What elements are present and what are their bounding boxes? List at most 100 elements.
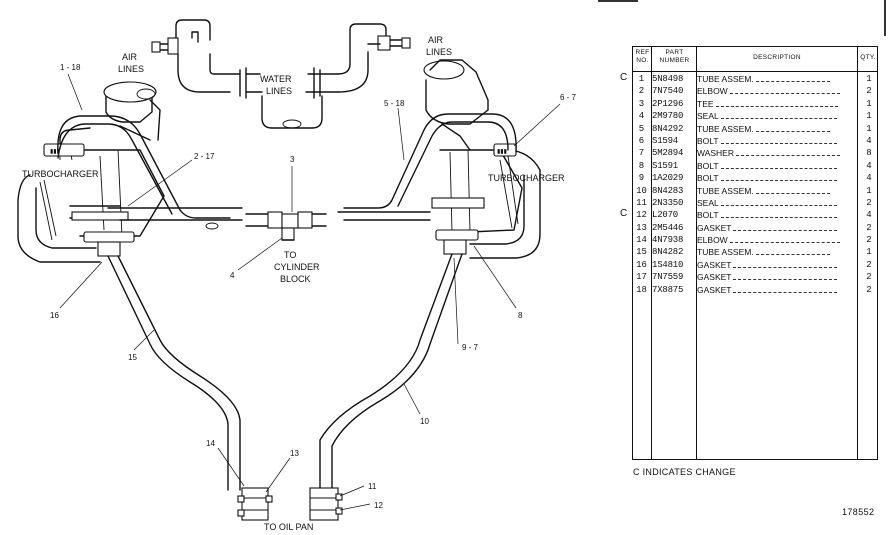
cell-qty: 4 xyxy=(866,210,872,221)
cell-description: TUBE ASSEM. xyxy=(697,73,847,85)
tube-assembly-1 xyxy=(57,115,231,219)
callout-9-7: 9 - 7 xyxy=(462,343,479,352)
leader-dots xyxy=(715,99,838,107)
to-cylinder-block-label-3: BLOCK xyxy=(280,274,311,284)
leader-dots xyxy=(720,210,837,219)
callout-6-7: 6 - 7 xyxy=(560,93,577,102)
description-text: TUBE ASSEM. xyxy=(697,123,754,134)
cell-qty: 2 xyxy=(866,235,872,246)
cell-qty: 2 xyxy=(866,222,872,233)
cell-part-number: 1A2029 xyxy=(652,173,684,184)
cell-qty: 1 xyxy=(866,111,872,122)
callout-3: 3 xyxy=(290,155,295,164)
cell-description: TUBE ASSEM. xyxy=(697,246,847,258)
description-text: TUBE ASSEM. xyxy=(697,74,754,84)
description-text: BOLT xyxy=(697,135,719,146)
cell-ref-no: 12 xyxy=(636,210,647,221)
callout-10: 10 xyxy=(420,417,429,426)
change-legend-note: C INDICATES CHANGE xyxy=(633,467,736,477)
to-cylinder-block-label: TO xyxy=(284,250,296,260)
description-text: ELBOW xyxy=(697,235,728,246)
cell-qty: 1 xyxy=(866,185,872,196)
cell-part-number: S1594 xyxy=(652,135,679,146)
header-ref: REF NO. xyxy=(633,49,652,65)
leader-dots xyxy=(720,136,837,144)
callout-14: 14 xyxy=(206,439,215,448)
header-part-line1: PART xyxy=(665,49,684,56)
cell-qty: 2 xyxy=(866,272,872,283)
leader-dots xyxy=(755,124,830,132)
air-lines-right-label: AIR xyxy=(428,35,444,45)
description-text: GASKET xyxy=(697,222,732,233)
cell-qty: 2 xyxy=(866,284,872,295)
cell-qty: 4 xyxy=(866,135,872,146)
cell-description: TUBE ASSEM. xyxy=(697,185,847,197)
leader-dots xyxy=(733,285,838,293)
leader-dots xyxy=(736,148,840,157)
header-ref-line2: NO. xyxy=(636,57,649,64)
cell-part-number: 8N4283 xyxy=(652,185,684,196)
cell-part-number: 5M2894 xyxy=(652,148,684,159)
cell-part-number: 2N3350 xyxy=(652,197,684,208)
callout-11: 11 xyxy=(368,482,377,491)
leader-dots xyxy=(755,186,830,194)
to-oil-pan-label: TO OIL PAN xyxy=(264,522,313,532)
turbocharger-right-label: TURBOCHARGER xyxy=(488,173,565,183)
description-text: GASKET xyxy=(697,284,732,295)
change-indicator: C xyxy=(620,72,628,83)
cell-ref-no: 7 xyxy=(638,148,645,159)
column-rule xyxy=(857,47,858,459)
oil-pan-fitting-left xyxy=(237,487,273,521)
cell-part-number: 2M5446 xyxy=(652,222,684,233)
callout-5-18: 5 - 18 xyxy=(384,99,405,108)
tee-fitting xyxy=(245,211,327,241)
cell-ref-no: 8 xyxy=(638,160,645,171)
turbocharger-right: ▮▮▮ xyxy=(423,59,541,259)
callout-2-17: 2 - 17 xyxy=(194,152,215,161)
callout-1-18: 1 - 18 xyxy=(60,63,81,72)
cell-ref-no: 15 xyxy=(636,247,647,258)
description-text: ELBOW xyxy=(697,86,728,97)
leader-dots xyxy=(729,86,840,95)
cell-description: ELBOW xyxy=(697,234,847,246)
air-lines-left-label-2: LINES xyxy=(118,64,144,74)
description-text: SEAL xyxy=(697,197,719,208)
cell-qty: 1 xyxy=(866,74,872,84)
cell-description: BOLT xyxy=(697,172,847,184)
cell-qty: 2 xyxy=(866,259,872,270)
description-text: TUBE ASSEM. xyxy=(697,185,754,196)
callout-12: 12 xyxy=(374,501,383,510)
change-indicator: C xyxy=(620,208,628,220)
corner-rule xyxy=(598,0,638,2)
cell-ref-no: 4 xyxy=(638,111,645,122)
tube-assembly-15 xyxy=(117,255,241,491)
cell-ref-no: 11 xyxy=(636,197,647,208)
header-part-line2: NUMBER xyxy=(659,57,690,64)
cell-ref-no: 18 xyxy=(636,284,647,295)
cell-part-number: 4N7938 xyxy=(652,235,684,246)
diagram-labels: AIR LINES AIR LINES WATER LINES TURBOCHA… xyxy=(22,35,577,532)
cell-ref-no: 10 xyxy=(636,185,647,196)
column-rule xyxy=(651,47,652,459)
description-text: BOLT xyxy=(697,173,719,184)
cell-part-number: 7N7559 xyxy=(652,272,684,283)
header-ref-line1: REF xyxy=(635,49,650,56)
cell-description: GASKET xyxy=(697,271,847,283)
leader-lines xyxy=(59,73,561,511)
to-cylinder-block-label-2: CYLINDER xyxy=(274,262,320,272)
description-text: TEE xyxy=(697,98,714,109)
air-lines-right-label-2: LINES xyxy=(426,47,452,57)
cell-ref-no: 5 xyxy=(638,123,645,134)
cell-part-number: 7N7540 xyxy=(652,86,684,97)
turbocharger-left: ▮▮▮ xyxy=(17,81,165,263)
description-text: GASKET xyxy=(697,259,732,270)
